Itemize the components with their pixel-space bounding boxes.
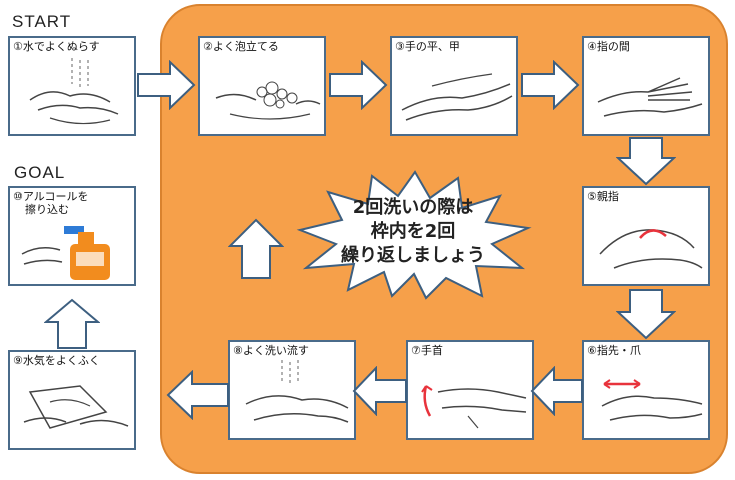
hands-wetting-illustration xyxy=(29,58,119,125)
between-fingers-illustration xyxy=(597,77,703,117)
arrow-left-3 xyxy=(166,370,229,420)
fingertips-nails-illustration xyxy=(601,379,703,421)
goal-label: GOAL xyxy=(14,163,66,182)
step-card-10: ⑩アルコールを 擦り込む xyxy=(8,186,136,286)
step-label-10-line1: ⑩アルコールを xyxy=(13,190,89,203)
step-card-9: ⑨水気をよくふく xyxy=(8,350,136,450)
step-card-4: ④指の間 xyxy=(582,36,710,136)
step-label-3: ③手の平、甲 xyxy=(395,40,460,53)
center-starburst xyxy=(296,170,532,300)
step-label-4: ④指の間 xyxy=(587,40,630,53)
alcohol-rub-illustration xyxy=(21,226,110,280)
step-card-1: ①水でよくぬらす xyxy=(8,36,136,136)
foam-lather-illustration xyxy=(215,81,321,120)
arrow-left-1 xyxy=(530,366,583,416)
palm-back-illustration xyxy=(401,73,513,121)
arrow-down-2 xyxy=(616,289,676,340)
wrist-illustration xyxy=(421,385,527,429)
step-label-5: ⑤親指 xyxy=(587,190,619,203)
towel-dry-illustration xyxy=(23,385,129,429)
arrow-right-3 xyxy=(521,60,580,110)
step-label-8: ⑧よく洗い流す xyxy=(233,344,309,357)
arrow-right-2 xyxy=(329,60,388,110)
arrow-left-2 xyxy=(352,366,407,416)
step-card-5: ⑤親指 xyxy=(582,186,710,286)
step-label-7: ⑦手首 xyxy=(411,344,443,357)
step-card-6: ⑥指先・爪 xyxy=(582,340,710,440)
thumb-twist-illustration xyxy=(599,229,703,269)
step-label-6: ⑥指先・爪 xyxy=(587,344,641,357)
step-card-8: ⑧よく洗い流す xyxy=(228,340,356,440)
center-message-line1: 2回洗いの際は xyxy=(352,197,474,218)
center-message-line2: 枠内を2回 xyxy=(370,221,456,242)
step-label-2: ②よく泡立てる xyxy=(203,40,279,53)
step-card-3: ③手の平、甲 xyxy=(390,36,518,136)
step-label-1: ①水でよくぬらす xyxy=(13,40,100,53)
center-message-line3: 繰り返しましょう xyxy=(341,245,485,266)
center-message: 2回洗いの際は 枠内を2回 繰り返しましょう xyxy=(318,196,508,268)
step-label-10: ⑩アルコールを 擦り込む xyxy=(13,190,132,216)
step-label-10-line2: 擦り込む xyxy=(25,203,69,216)
step-label-9: ⑨水気をよくふく xyxy=(13,354,100,367)
rinse-illustration xyxy=(245,360,349,423)
arrow-up-1 xyxy=(44,298,100,349)
arrow-right-1 xyxy=(137,60,196,110)
start-label: START xyxy=(12,12,72,31)
arrow-up-repeat xyxy=(228,218,284,279)
step-card-7: ⑦手首 xyxy=(406,340,534,440)
step-card-2: ②よく泡立てる xyxy=(198,36,326,136)
arrow-down-1 xyxy=(616,137,676,186)
